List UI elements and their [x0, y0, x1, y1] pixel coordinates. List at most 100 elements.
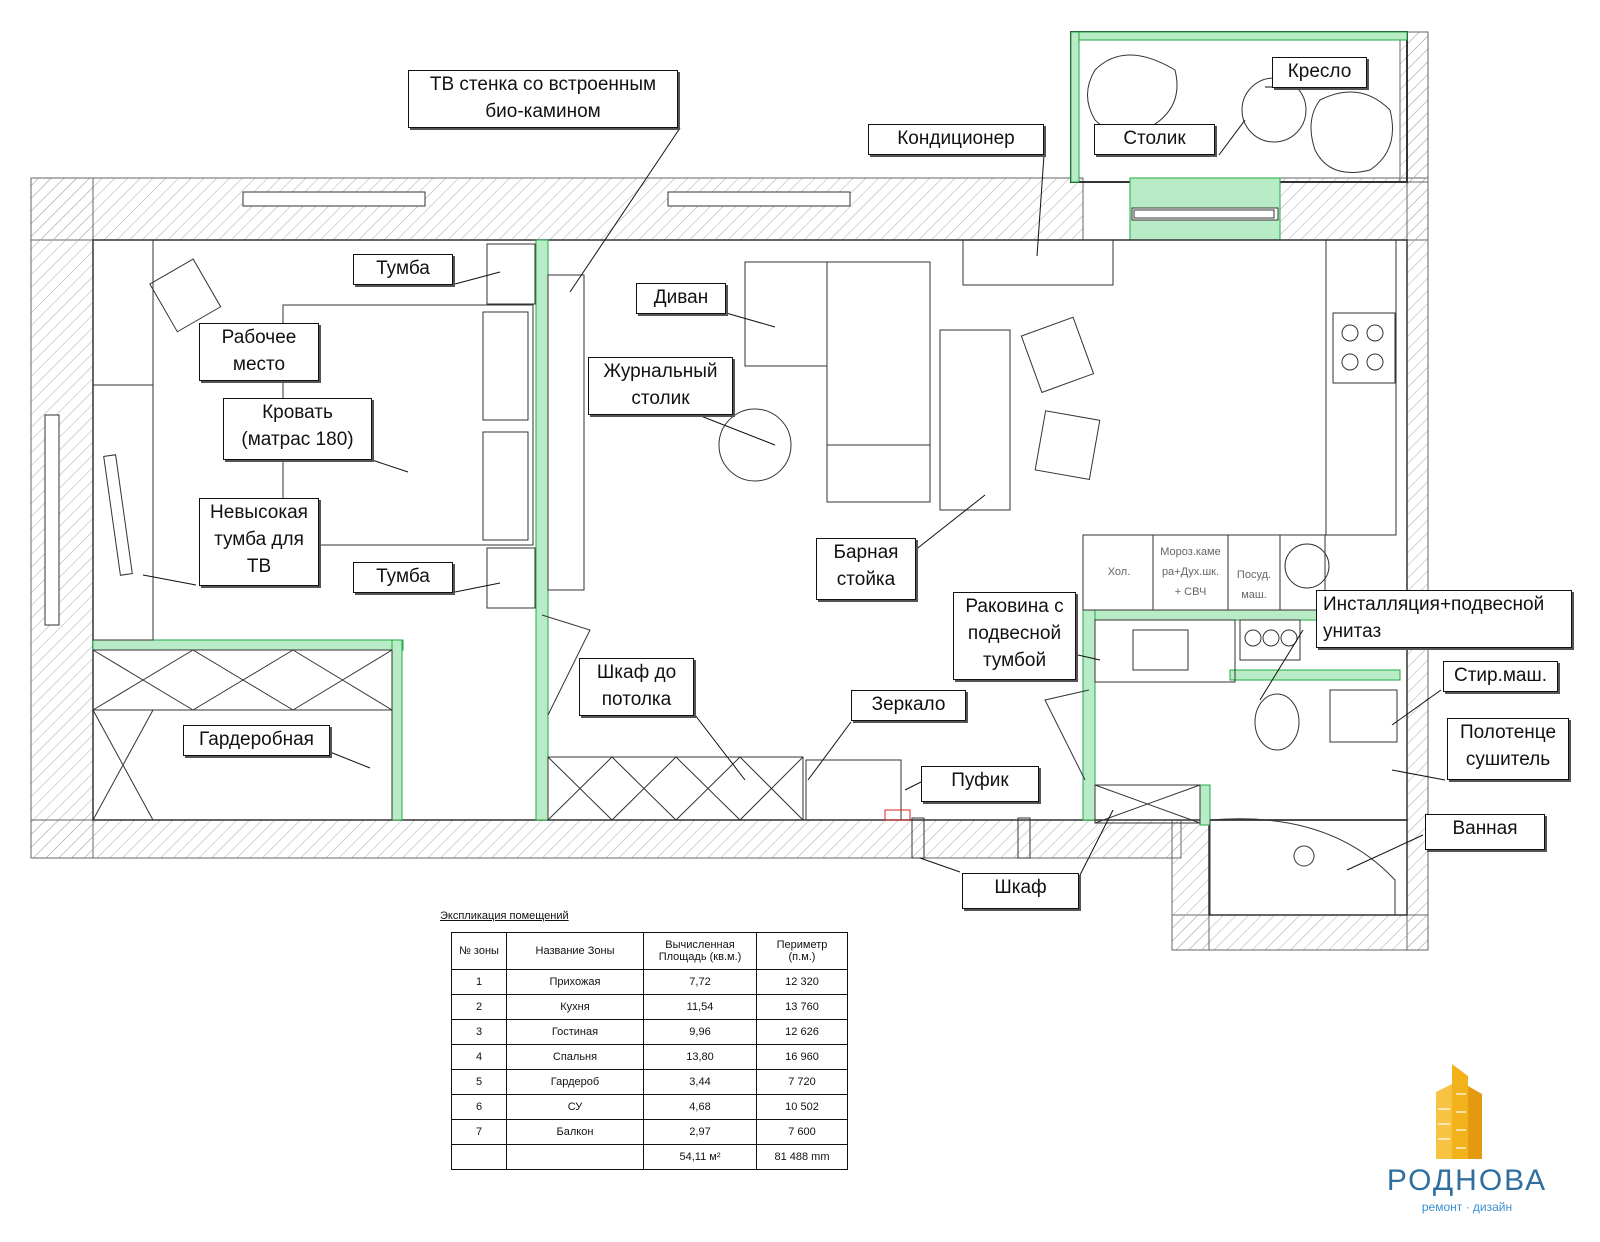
total-area: 54,11 м²	[643, 1144, 757, 1170]
doors	[541, 614, 1090, 859]
label-sofa: Диван	[636, 283, 726, 314]
freezer-label: Мороз.каме ра+Дух.шк. + СВЧ	[1160, 546, 1221, 598]
label-nightstand-top: Тумба	[353, 254, 453, 285]
label-armchair: Кресло	[1272, 57, 1367, 88]
cell: 4	[451, 1044, 507, 1070]
cell: 7,72	[643, 969, 757, 995]
tv-wall-icon	[547, 274, 585, 591]
cell: 6	[451, 1094, 507, 1120]
label-bathtub: Ванная	[1425, 814, 1545, 850]
cell: Кухня	[506, 994, 644, 1020]
dishwasher-label: Посуд. маш.	[1236, 569, 1272, 601]
cell: 13,80	[643, 1044, 757, 1070]
brand-logo: РОДНОВА ремонт · дизайн	[1372, 1064, 1562, 1214]
exterior-walls	[30, 31, 1429, 951]
explication-table: № зоны Название Зоны Вычисленная Площадь…	[451, 932, 848, 1170]
fridge-label: Хол.	[1107, 566, 1131, 578]
col-header-name: Название Зоны	[506, 932, 644, 970]
coffee-table-icon	[718, 408, 792, 482]
label-conditioner: Кондиционер	[868, 124, 1044, 155]
label-tv-stand: Невысокая тумба для ТВ	[199, 498, 319, 586]
label-towel-dryer: Полотенце сушитель	[1447, 718, 1569, 780]
tv-icon	[103, 454, 133, 576]
kitchen-sink-icon	[1284, 543, 1330, 589]
bathroom	[1094, 619, 1398, 916]
cell: 1	[451, 969, 507, 995]
label-closet: Шкаф	[962, 873, 1079, 909]
bathtub-icon	[1209, 818, 1396, 916]
nightstand-top-icon	[486, 243, 536, 305]
cell	[506, 1144, 644, 1170]
col-header-perimeter: Периметр (п.м.)	[756, 932, 848, 970]
label-installation: Инсталляция+подвесной унитаз	[1316, 590, 1572, 648]
bedroom-furniture	[92, 239, 536, 641]
col-header-zone: № зоны	[451, 932, 507, 970]
bathroom-closet-icon	[1094, 784, 1201, 824]
cell: 9,96	[643, 1019, 757, 1045]
label-sink: Раковина с подвесной тумбой	[953, 592, 1076, 680]
desk-icon	[92, 239, 154, 386]
office-chair-icon	[149, 258, 222, 333]
cell: 10 502	[756, 1094, 848, 1120]
living-furniture	[547, 239, 1114, 591]
mirror-icon	[805, 759, 902, 821]
hall-wardrobe	[547, 756, 911, 821]
cell: Гостиная	[506, 1019, 644, 1045]
logo-tagline: ремонт · дизайн	[1421, 1200, 1513, 1214]
new-partitions	[92, 239, 1404, 826]
label-ottoman: Пуфик	[921, 766, 1039, 802]
cell: 5	[451, 1069, 507, 1095]
label-wardrobe-ceiling: Шкаф до потолка	[579, 658, 694, 716]
building-logo-icon	[1436, 1064, 1482, 1159]
bar-counter-icon	[939, 329, 1011, 511]
label-bar-counter: Барная стойка	[816, 538, 916, 600]
walkin-closet	[92, 649, 393, 821]
kitchen	[1082, 239, 1397, 611]
label-nightstand-bottom: Тумба	[353, 562, 453, 593]
total-perimeter: 81 488 mm	[756, 1144, 848, 1170]
label-small-table: Столик	[1094, 124, 1215, 155]
cell	[451, 1144, 507, 1170]
cell: 2	[451, 994, 507, 1020]
sofa-icon	[744, 261, 931, 503]
cell: 12 626	[756, 1019, 848, 1045]
balcony	[1070, 31, 1408, 241]
nightstand-bottom-icon	[486, 547, 536, 609]
label-mirror: Зеркало	[851, 690, 966, 721]
cell: 3	[451, 1019, 507, 1045]
cell: Спальня	[506, 1044, 644, 1070]
label-walkin: Гардеробная	[183, 725, 330, 756]
cell: 3,44	[643, 1069, 757, 1095]
cell: 7	[451, 1119, 507, 1145]
windows	[44, 191, 1275, 626]
cell: 7 720	[756, 1069, 848, 1095]
cell: 12 320	[756, 969, 848, 995]
armchair-left-icon	[1087, 54, 1178, 134]
explication-title: Экспликация помещений	[440, 910, 569, 922]
cell: Гардероб	[506, 1069, 644, 1095]
cell: Прихожая	[506, 969, 644, 995]
washer-icon	[1329, 689, 1398, 743]
logo-name: РОДНОВА	[1386, 1164, 1548, 1197]
cell: 2,97	[643, 1119, 757, 1145]
col-header-area: Вычисленная Площадь (кв.м.)	[643, 932, 757, 970]
cooktop-icon	[1332, 312, 1396, 384]
cell: 11,54	[643, 994, 757, 1020]
cell: 7 600	[756, 1119, 848, 1145]
label-washer: Стир.маш.	[1443, 661, 1558, 692]
toilet-icon	[1254, 693, 1300, 751]
armchair-right-icon	[1310, 91, 1393, 173]
bath-sink-icon	[1094, 619, 1236, 683]
label-tv-wall: ТВ стенка со встроенным био-камином	[408, 70, 678, 128]
tv-stand-icon	[92, 384, 154, 641]
bar-chair-1-icon	[1020, 316, 1095, 394]
